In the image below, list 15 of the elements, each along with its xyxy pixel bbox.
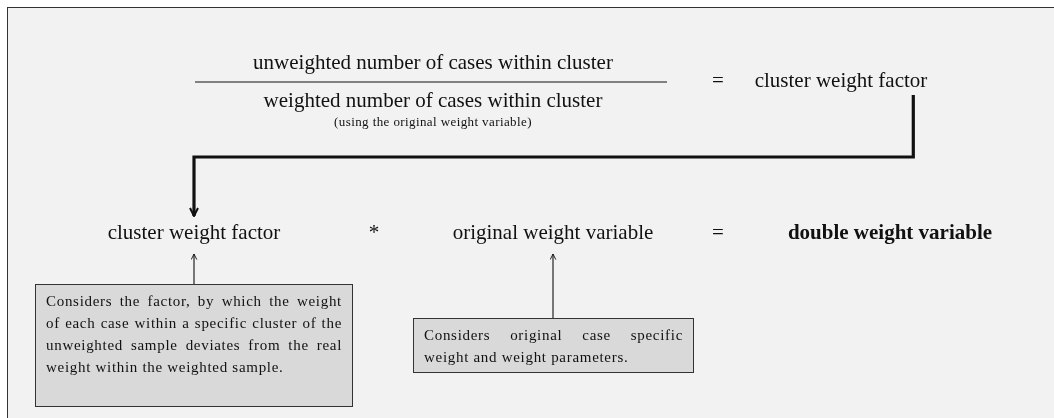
multiply-sign: * (368, 220, 380, 245)
result-term: double weight variable (787, 220, 993, 244)
formula-term: cluster weight factor (754, 68, 928, 92)
arrow (549, 253, 557, 319)
equals-sign: = (712, 68, 724, 93)
formula-term: cluster weight factor (107, 220, 281, 244)
note-text: (using the original weight variable) (334, 113, 532, 130)
formula-term: original weight variable (452, 220, 654, 244)
arrow (189, 95, 915, 217)
numerator-text: unweighted number of cases within cluster (253, 50, 613, 75)
note-box: Considers the factor, by which the weight of each case within a specific cluster of the unweighted sample deviates from the real weight within the weighted sample. (35, 284, 353, 407)
equals-sign: = (712, 220, 724, 245)
arrow (190, 253, 198, 285)
denominator-text: weighted number of cases within cluster (263, 88, 603, 113)
note-box: Considers original case specific weight and weight parameters. (413, 318, 694, 373)
